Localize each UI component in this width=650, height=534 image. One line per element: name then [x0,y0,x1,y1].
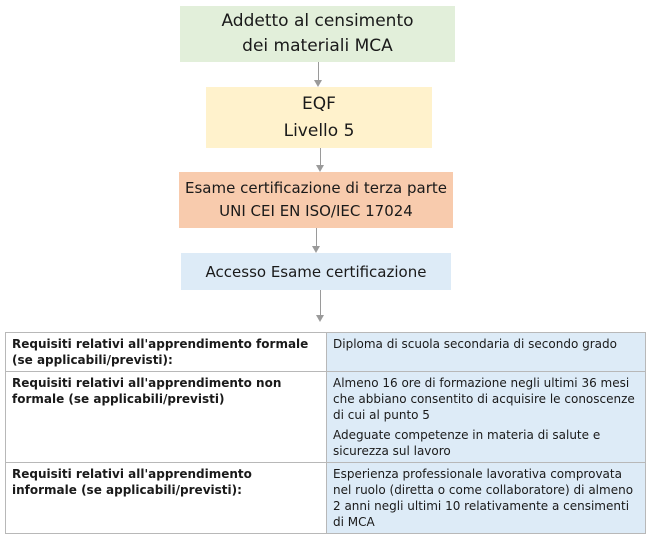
profile-title-line2: dei materiali MCA [242,36,393,56]
requirements-table: Requisiti relativi all'apprendimento for… [5,332,646,534]
eqf-label: EQF [302,93,336,114]
profile-box: Addetto al censimento dei materiali MCA [180,6,455,62]
exam-access-box: Accesso Esame certificazione [181,253,451,290]
eqf-level: Livello 5 [283,120,355,141]
requirement-text: Almeno 16 ore di formazione negli ultimi… [333,376,635,422]
requirement-text: Esperienza professionale lavorativa comp… [333,467,634,529]
requirement-value: Diploma di scuola secondaria di secondo … [326,332,646,372]
exam-title: Esame certificazione di terza parte [185,179,447,197]
table-row: Requisiti relativi all'apprendimento non… [5,371,646,463]
exam-standard: UNI CEI EN ISO/IEC 17024 [219,202,413,220]
arrow-down-icon [316,290,324,322]
exam-access-title: Accesso Esame certificazione [205,262,427,281]
requirement-value: Esperienza professionale lavorativa comp… [326,462,646,534]
table-row: Requisiti relativi all'apprendimento for… [5,332,646,372]
requirement-label: Requisiti relativi all'apprendimento for… [5,332,327,372]
requirement-text: Diploma di scuola secondaria di secondo … [333,337,617,351]
requirement-value: Almeno 16 ore di formazione negli ultimi… [326,371,646,463]
requirement-label: Requisiti relativi all'apprendimento non… [5,371,327,463]
requirement-label: Requisiti relativi all'apprendimento inf… [5,462,327,534]
arrow-down-icon [312,228,320,253]
eqf-level-box: EQF Livello 5 [206,87,432,148]
profile-title-line1: Addetto al censimento [221,11,414,31]
requirement-text: Adeguate competenze in materia di salute… [333,428,601,458]
certification-exam-box: Esame certificazione di terza parte UNI … [179,172,453,228]
arrow-down-icon [316,148,324,172]
table-row: Requisiti relativi all'apprendimento inf… [5,462,646,534]
arrow-down-icon [314,62,322,87]
